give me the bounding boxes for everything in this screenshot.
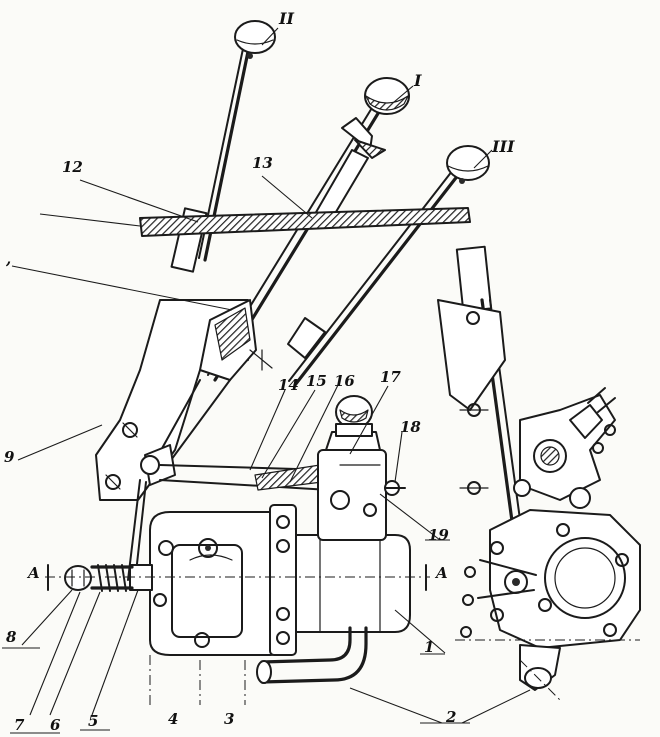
callout-14: 14 xyxy=(278,376,299,394)
label-II: II xyxy=(278,9,294,28)
gearbox-body-left-view xyxy=(45,395,430,705)
labels: II I III 12 13 , 9 14 15 16 17 18 19 A A… xyxy=(4,9,515,734)
label-I: I xyxy=(413,71,422,90)
gearbox-side-view xyxy=(437,245,641,701)
lever-linkage xyxy=(127,299,331,583)
stray-mark: , xyxy=(5,250,11,268)
section-A-left: A xyxy=(26,564,40,582)
callout-15: 15 xyxy=(306,372,327,390)
callout-12: 12 xyxy=(62,158,83,176)
callout-2: 2 xyxy=(445,708,456,726)
floor-bar-12 xyxy=(39,207,471,237)
callout-17: 17 xyxy=(380,368,401,386)
callout-7: 7 xyxy=(14,716,25,734)
callout-9: 9 xyxy=(4,448,15,466)
callout-13: 13 xyxy=(252,154,273,172)
callout-16: 16 xyxy=(334,372,355,390)
lever-position-III xyxy=(287,145,490,387)
label-III: III xyxy=(491,137,515,156)
section-A-right: A xyxy=(434,564,448,582)
callout-4: 4 xyxy=(168,710,178,728)
callout-5: 5 xyxy=(88,712,98,730)
callout-leaders xyxy=(2,27,531,734)
callout-8: 8 xyxy=(6,628,17,646)
callout-1: 1 xyxy=(424,638,434,656)
callout-6: 6 xyxy=(50,716,61,734)
callout-19: 19 xyxy=(428,526,449,544)
callout-18: 18 xyxy=(400,418,421,436)
callout-3: 3 xyxy=(224,710,234,728)
